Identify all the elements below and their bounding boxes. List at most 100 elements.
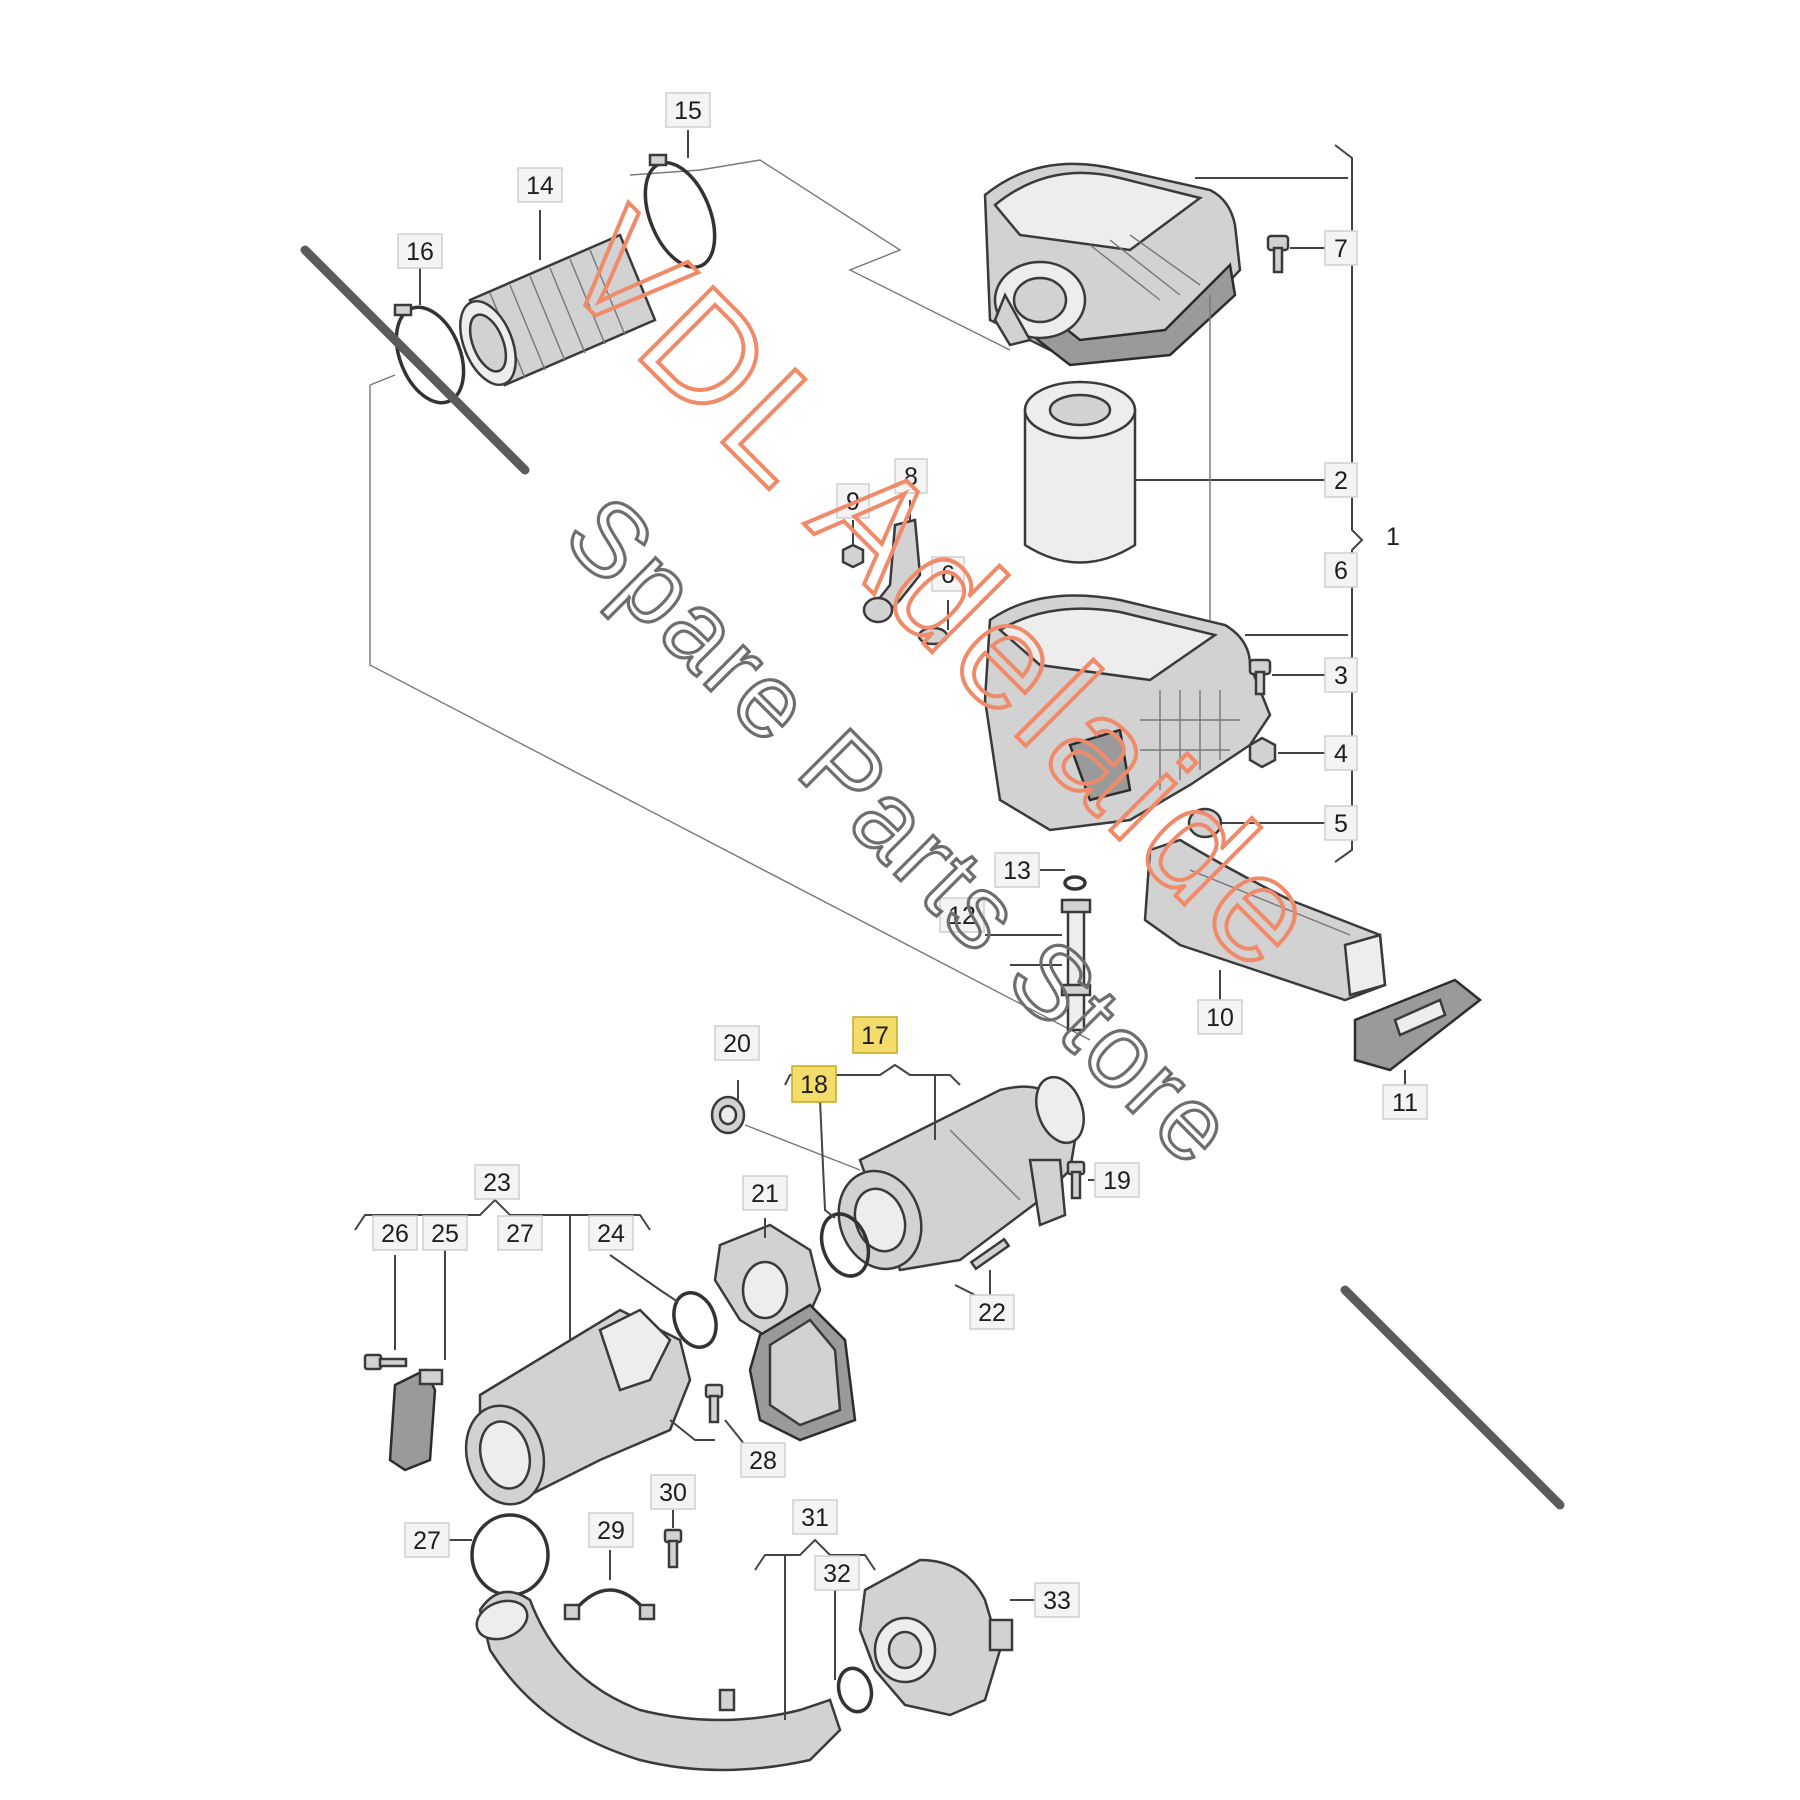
- svg-text:3: 3: [1334, 662, 1348, 690]
- filter-element: [1023, 295, 1325, 620]
- svg-text:12: 12: [948, 902, 976, 930]
- callout-33: 33: [1034, 1582, 1080, 1618]
- callout-21: 21: [742, 1175, 788, 1211]
- svg-text:20: 20: [723, 1030, 751, 1058]
- nut-9: [841, 520, 865, 569]
- callout-23: 23: [474, 1164, 520, 1200]
- callout-12: 12: [939, 897, 985, 933]
- callout-29: 29: [588, 1512, 634, 1548]
- callout-9: 9: [836, 483, 870, 519]
- clamp-16: [393, 265, 466, 405]
- svg-text:23: 23: [483, 1169, 511, 1197]
- callout-18: 18: [791, 1065, 837, 1103]
- svg-text:30: 30: [659, 1479, 687, 1507]
- callout-19: 19: [1094, 1162, 1140, 1198]
- svg-text:10: 10: [1206, 1004, 1234, 1032]
- callout-15: 15: [665, 92, 711, 128]
- callout-27-top: 27: [497, 1215, 543, 1251]
- tube-12: [985, 898, 1092, 1032]
- callout-25: 25: [422, 1215, 468, 1251]
- svg-text:19: 19: [1103, 1167, 1131, 1195]
- svg-text:31: 31: [801, 1504, 829, 1532]
- svg-text:4: 4: [1334, 740, 1348, 768]
- grommet-5: [1187, 807, 1325, 839]
- callout-10: 10: [1197, 999, 1243, 1035]
- svg-text:22: 22: [978, 1299, 1006, 1327]
- oring-18: [819, 1099, 871, 1278]
- clamp-15: [643, 130, 717, 269]
- callout-28: 28: [740, 1442, 786, 1478]
- bolt-28: [704, 1383, 746, 1446]
- pipe-23: [464, 1308, 715, 1506]
- sensor-25: [388, 1368, 444, 1472]
- svg-text:11: 11: [1392, 1089, 1418, 1117]
- callout-13: 13: [994, 852, 1040, 888]
- callout-17: 17: [852, 1016, 898, 1054]
- callout-6-assembly: 6: [1324, 552, 1358, 588]
- watermark-bar-bottom: [1340, 1285, 1565, 1510]
- charge-pipe-31: [475, 1590, 842, 1772]
- turbo-33: [858, 1558, 1035, 1717]
- oring-13: [1040, 869, 1087, 891]
- svg-text:1: 1: [1386, 523, 1400, 551]
- egr-pipe-17: [837, 1075, 1085, 1272]
- svg-text:16: 16: [406, 238, 434, 266]
- throttle-21: [713, 1218, 857, 1442]
- nut-4: [1248, 736, 1325, 769]
- callout-22: 22: [969, 1294, 1015, 1330]
- hose-14: [459, 210, 657, 387]
- callout-4: 4: [1324, 735, 1358, 771]
- bolt-26: [363, 1353, 408, 1371]
- svg-text:7: 7: [1334, 235, 1348, 263]
- svg-text:2: 2: [1334, 467, 1348, 495]
- svg-text:21: 21: [751, 1180, 779, 1208]
- screw-3: [1248, 658, 1325, 696]
- callout-6-clip: 6: [931, 556, 965, 592]
- callout-27-bottom: 27: [404, 1522, 450, 1558]
- callout-5: 5: [1324, 805, 1358, 841]
- svg-text:17: 17: [861, 1022, 889, 1050]
- svg-text:18: 18: [800, 1071, 828, 1099]
- callout-20: 20: [714, 1025, 760, 1061]
- callout-7: 7: [1324, 230, 1358, 266]
- bracket-23: [354, 1198, 651, 1360]
- svg-text:25: 25: [431, 1220, 459, 1248]
- svg-text:9: 9: [846, 488, 860, 516]
- svg-text:8: 8: [904, 463, 918, 491]
- svg-text:26: 26: [381, 1220, 409, 1248]
- svg-text:6: 6: [1334, 557, 1348, 585]
- svg-text:15: 15: [674, 97, 702, 125]
- airbox-housing: [983, 594, 1272, 832]
- callout-24: 24: [588, 1215, 634, 1251]
- airbox-cover: [983, 162, 1242, 367]
- screw-7: [1266, 234, 1325, 274]
- callout-11: 11: [1382, 1084, 1428, 1120]
- callout-26: 26: [372, 1215, 418, 1251]
- callout-2: 2: [1324, 462, 1358, 498]
- callout-1: 1: [1386, 523, 1400, 551]
- oring-24: [609, 1254, 718, 1349]
- callout-16: 16: [397, 233, 443, 269]
- svg-text:24: 24: [597, 1220, 625, 1248]
- oring-32: [836, 1666, 874, 1714]
- callout-14: 14: [517, 167, 563, 203]
- svg-text:32: 32: [823, 1560, 851, 1588]
- svg-text:33: 33: [1043, 1587, 1071, 1615]
- callout-8: 8: [894, 458, 928, 494]
- seal-11: [1353, 978, 1483, 1085]
- clamp-29: [563, 1550, 656, 1621]
- oring-27: [448, 1513, 550, 1597]
- watermark-bar-top: [300, 245, 530, 475]
- svg-text:5: 5: [1334, 810, 1348, 838]
- svg-text:6: 6: [941, 561, 955, 589]
- bracket-31: [754, 1538, 876, 1720]
- callout-3: 3: [1324, 657, 1358, 693]
- callout-31: 31: [792, 1499, 838, 1535]
- assembly-outline: [369, 144, 1364, 1041]
- callout-30: 30: [650, 1474, 696, 1510]
- svg-text:14: 14: [526, 172, 554, 200]
- bush-20: [710, 1080, 861, 1171]
- svg-text:27: 27: [506, 1220, 534, 1248]
- callout-labels: 1 2 3 4 5 6 6 7 8 9 10 11 12 13 14 15 16…: [372, 92, 1428, 1618]
